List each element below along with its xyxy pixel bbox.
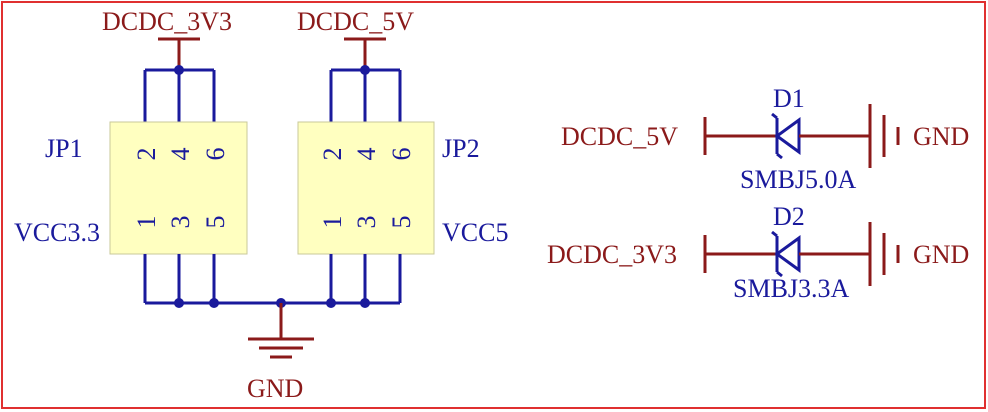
jp1-connector: DCDC_3V3 2 4 6 1 3 5 JP1 VCC3.3	[14, 7, 248, 303]
jp1-net-label: VCC3.3	[14, 218, 100, 247]
net-label-d1-gnd: GND	[913, 122, 969, 151]
d2-tvs-diode: DCDC_3V3 D2 SMBJ3.3A GND	[547, 202, 969, 303]
diode-cathode-tip-bottom	[776, 152, 783, 160]
jp1-pin-2: 2	[132, 148, 161, 161]
junction-dot	[209, 298, 219, 308]
junction-dot	[360, 298, 370, 308]
jp1-pin-4: 4	[166, 148, 195, 161]
jp1-pin-3: 3	[166, 216, 195, 229]
diode-icon	[774, 117, 801, 155]
ground-bus: GND	[145, 298, 400, 403]
junction-dot	[174, 65, 184, 75]
junction-dot	[174, 298, 184, 308]
jp2-connector: DCDC_5V 2 4 6 1 3 5 JP2 VCC5	[297, 7, 508, 303]
d1-part: SMBJ5.0A	[740, 165, 857, 194]
jp1-body	[109, 121, 248, 255]
junction-dot	[360, 65, 370, 75]
diode-cathode-tip-top	[771, 230, 778, 238]
jp2-designator: JP2	[442, 134, 480, 163]
d2-part: SMBJ3.3A	[733, 274, 850, 303]
net-label-d2-gnd: GND	[913, 240, 969, 269]
d2-designator: D2	[773, 202, 805, 231]
jp1-designator: JP1	[45, 134, 83, 163]
net-label-d1-dcdc-5v: DCDC_5V	[561, 122, 678, 151]
diode-cathode-tip-top	[771, 112, 778, 120]
net-label-dcdc-3v3-top: DCDC_3V3	[102, 7, 232, 36]
d1-designator: D1	[773, 84, 805, 113]
jp2-pin-5: 5	[387, 216, 416, 229]
jp1-pin-5: 5	[201, 216, 230, 229]
diode-icon	[774, 235, 801, 273]
jp2-pin-2: 2	[318, 148, 347, 161]
net-label-gnd-bottom: GND	[247, 374, 303, 403]
jp2-pin-4: 4	[352, 148, 381, 161]
junction-dot	[326, 298, 336, 308]
jp2-net-label: VCC5	[442, 218, 508, 247]
diode-cathode-tip-bottom	[776, 270, 783, 278]
net-label-d2-dcdc-3v3: DCDC_3V3	[547, 240, 677, 269]
jp2-pin-3: 3	[352, 216, 381, 229]
net-label-dcdc-5v-top: DCDC_5V	[297, 7, 414, 36]
jp2-pin-1: 1	[318, 216, 347, 229]
jp1-pin-1: 1	[132, 216, 161, 229]
jp2-pin-6: 6	[387, 148, 416, 161]
jp1-pin-6: 6	[201, 148, 230, 161]
d1-tvs-diode: DCDC_5V D1 SMBJ5.0A GND	[561, 84, 969, 194]
jp2-body	[297, 121, 435, 255]
